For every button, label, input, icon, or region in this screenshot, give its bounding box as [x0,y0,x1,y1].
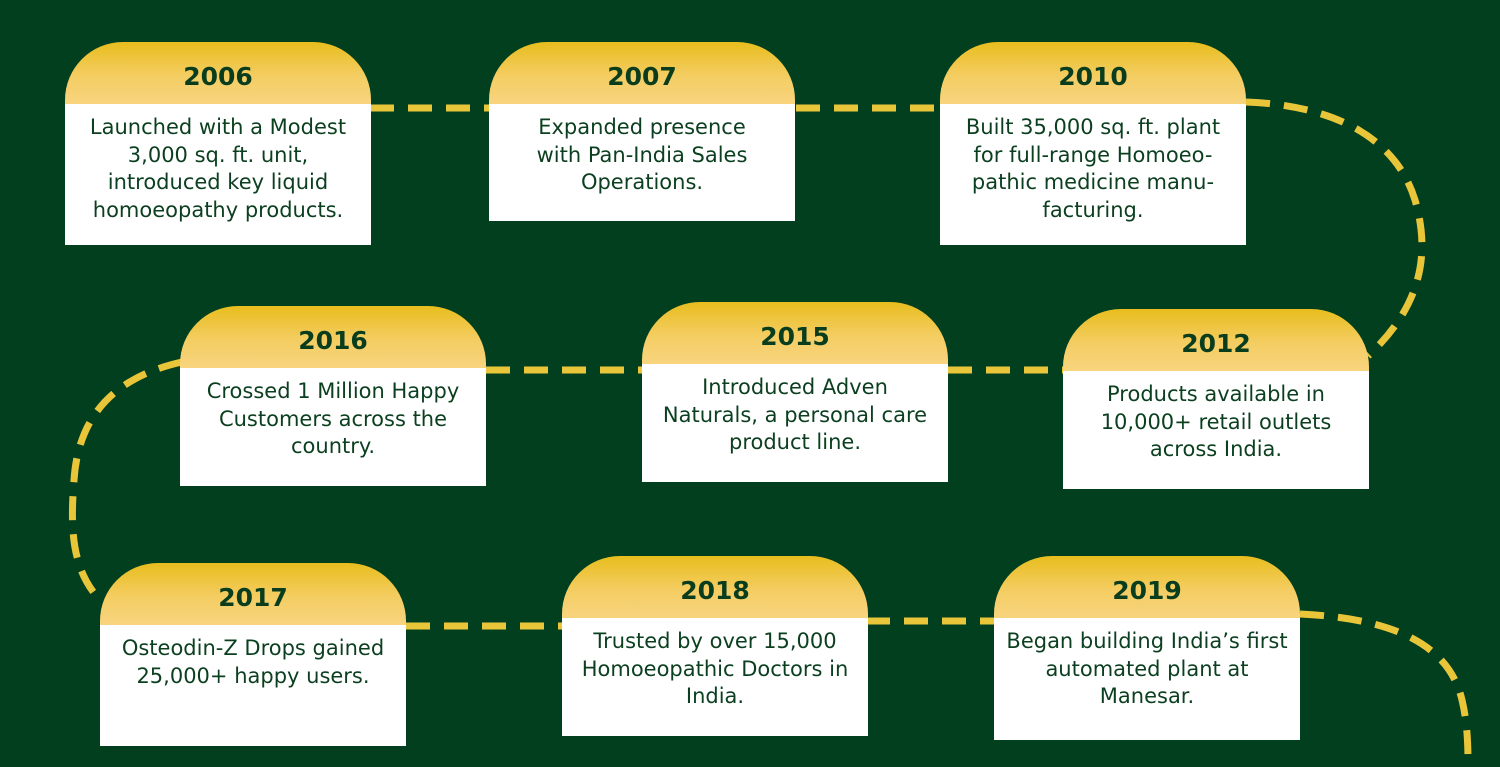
milestone-2018: 2018 Trusted by over 15,000 Homoeopathic… [562,556,868,736]
year-label: 2016 [180,306,486,368]
year-label: 2015 [642,302,948,364]
milestone-2007: 2007 Expanded presence with Pan-India Sa… [489,42,795,221]
milestone-description: Trusted by over 15,000 Homoeopathic Doct… [581,629,849,708]
milestone-description: Began building India’s first automated p… [1006,629,1288,708]
milestone-2012: 2012 Products available in 10,000+ retai… [1063,309,1369,489]
year-label: 2019 [994,556,1300,618]
milestone-description: Introduced Adven Naturals, a personal ca… [662,375,928,454]
connector-2019-end [1299,610,1472,767]
milestone-2010: 2010 Built 35,000 sq. ft. plant for full… [940,42,1246,245]
year-label: 2010 [940,42,1246,104]
milestone-description: Products available in 10,000+ retail out… [1100,382,1332,461]
milestone-description: Built 35,000 sq. ft. plant for full-rang… [965,115,1221,222]
year-label: 2006 [65,42,371,104]
milestone-description: Expanded presence with Pan-India Sales O… [536,115,748,194]
milestone-description: Crossed 1 Million Happy Customers across… [206,379,460,458]
year-label: 2007 [489,42,795,104]
year-label: 2018 [562,556,868,618]
milestone-2016: 2016 Crossed 1 Million Happy Customers a… [180,306,486,486]
milestone-2015: 2015 Introduced Adven Naturals, a person… [642,302,948,482]
milestone-description: Launched with a Modest 3,000 sq. ft. uni… [89,115,347,222]
milestone-description: Osteodin-Z Drops gained 25,000+ happy us… [121,636,385,688]
year-label: 2012 [1063,309,1369,371]
year-label: 2017 [100,563,406,625]
connector-2016-2017 [68,358,183,603]
milestone-2019: 2019 Began building India’s first automa… [994,556,1300,740]
connector-2010-2012 [1245,98,1426,359]
milestone-2006: 2006 Launched with a Modest 3,000 sq. ft… [65,42,371,245]
milestone-2017: 2017 Osteodin-Z Drops gained 25,000+ hap… [100,563,406,746]
